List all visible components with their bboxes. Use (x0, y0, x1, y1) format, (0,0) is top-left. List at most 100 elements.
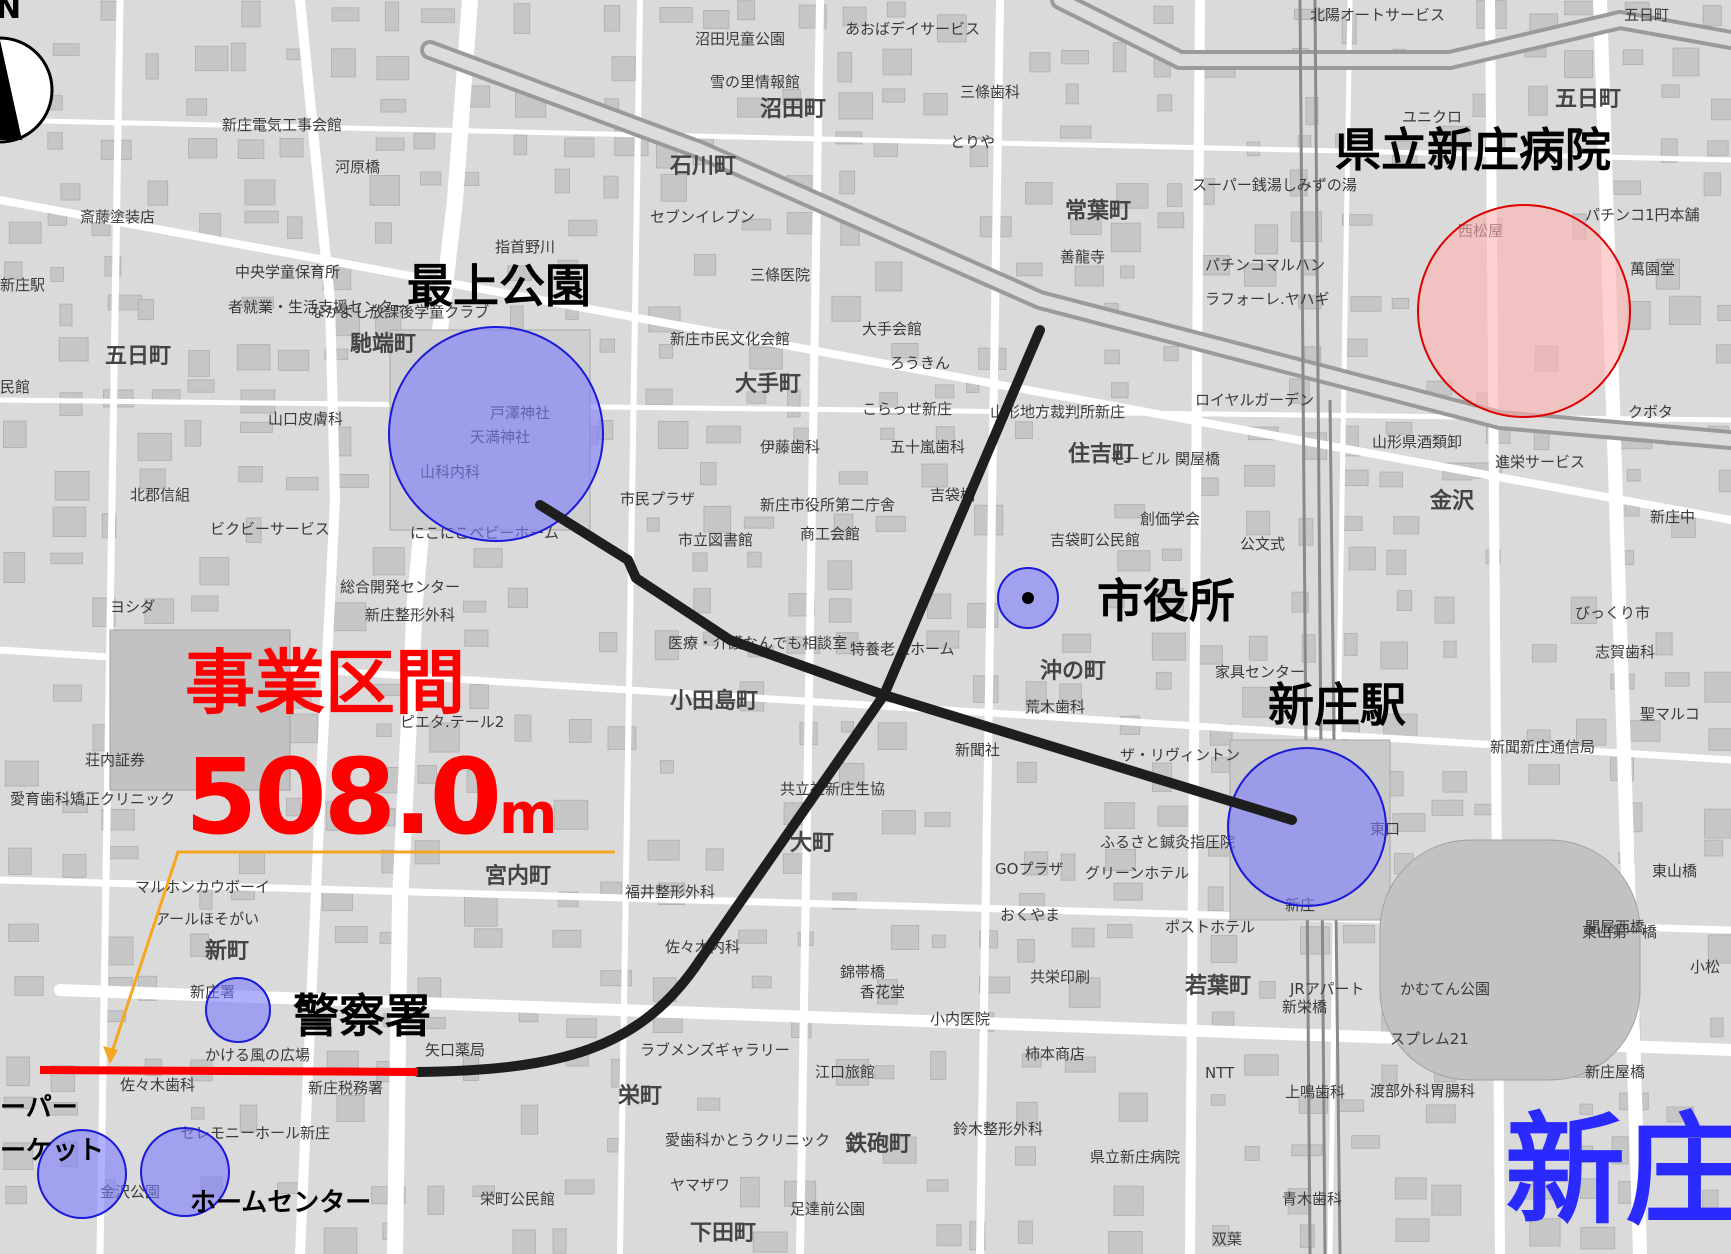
building-block (184, 420, 202, 447)
district-label: 五日町 (1555, 86, 1622, 112)
poi-label: とりや (950, 133, 996, 151)
building-block (935, 426, 955, 443)
building-block (466, 769, 493, 793)
school-ground (109, 629, 291, 791)
poi-label: 雪の里情報館 (710, 73, 801, 91)
national-road-inner (424, 0, 1731, 446)
existing-route-west (535, 500, 1297, 825)
poi-label: 足達前公園 (790, 1200, 866, 1218)
poi-label: 新庄市役所第二庁舎 (760, 496, 896, 514)
building-block (923, 92, 948, 116)
building-block (1380, 641, 1409, 670)
building-block (1381, 1064, 1398, 1088)
poi-label: グリーンホテル (1085, 864, 1190, 882)
building-block (1350, 295, 1382, 312)
poi-label: 青木歯科 (1282, 1190, 1343, 1208)
poi-label: 共栄印刷 (1030, 968, 1091, 986)
poi-label: 新庄駅 (0, 276, 46, 294)
building-block (1431, 1184, 1462, 1216)
leader-arrowhead (103, 1046, 118, 1064)
building-block (47, 132, 63, 150)
building-block (145, 53, 159, 80)
building-block (1395, 1218, 1430, 1242)
poi-label: 山口皮膚科 (268, 410, 344, 428)
poi-label: 斎藤塗装店 (80, 208, 156, 226)
building-block (1244, 1054, 1279, 1076)
building-block (1068, 977, 1101, 1008)
poi-label: クボタ (1628, 403, 1674, 421)
building-block (1622, 49, 1644, 66)
city-name-label: 新庄 (1505, 1102, 1731, 1241)
building-block (835, 1059, 870, 1086)
poi-label: 善龍寺 (1060, 248, 1106, 266)
building-block (199, 556, 230, 586)
poi-label: パチンコマルハン (1205, 256, 1326, 274)
district-label: 沖の町 (1040, 658, 1107, 684)
poi-label: 矢口薬局 (425, 1041, 486, 1059)
building-block (1711, 98, 1731, 121)
building-block (1059, 125, 1092, 139)
building-block (568, 219, 598, 237)
building-block (926, 630, 960, 649)
project-section (39, 1066, 419, 1076)
building-block (1528, 85, 1548, 116)
building-block (419, 171, 442, 186)
poi-label: 愛歯科かとうクリニック (665, 1131, 831, 1149)
building-block (568, 718, 592, 743)
building-block (380, 98, 407, 113)
poi-label: ラブメンズギャラリー (640, 1041, 790, 1059)
building-block (186, 98, 208, 116)
existing-route-north (413, 325, 1045, 1077)
building-block (1386, 549, 1407, 575)
length-value: 508.0 (185, 736, 502, 858)
building-block (1704, 808, 1731, 839)
building-block (190, 933, 209, 957)
poi-label: 山形地方裁判所新庄 (990, 403, 1126, 421)
building-block (1702, 5, 1722, 26)
length-unit: m (498, 782, 558, 847)
building-block (417, 765, 437, 784)
building-block (881, 810, 916, 835)
building-block (882, 48, 913, 76)
building-block (473, 548, 503, 568)
building-block (645, 388, 673, 405)
building-block (472, 1185, 495, 1198)
station-circle (1227, 747, 1387, 907)
building-block (286, 476, 319, 491)
building-block (659, 760, 674, 774)
building-block (1017, 938, 1035, 963)
building-block (331, 7, 360, 22)
station-callout: 新庄駅 (1268, 678, 1406, 732)
poi-label: こらっせ新庄 (862, 400, 953, 418)
building-block (1575, 718, 1607, 746)
building-block (880, 427, 895, 440)
poi-label: ろうきん (890, 354, 951, 372)
building-block (599, 632, 618, 653)
building-block (54, 470, 90, 501)
building-block (931, 934, 946, 949)
poi-label: 新庄整形外科 (365, 606, 456, 624)
building-block (325, 800, 341, 831)
poi-label: 新庄税務署 (308, 1079, 384, 1097)
poi-label: 新庄中 (1650, 508, 1696, 526)
building-block (513, 3, 531, 34)
project-section-title: 事業区間 (185, 642, 465, 724)
poi-label: セレモニーホール新庄 (180, 1124, 331, 1142)
building-block (603, 5, 621, 32)
building-block (463, 896, 498, 927)
building-block (514, 714, 532, 742)
building-block (705, 848, 724, 871)
building-block (842, 6, 867, 27)
building-block (59, 303, 73, 327)
north-label: N (0, 0, 22, 26)
supermarket-circle (37, 1129, 127, 1219)
building-block (239, 421, 274, 433)
building-block (746, 391, 767, 404)
building-block (891, 342, 919, 359)
building-block (462, 600, 487, 613)
building-block (660, 173, 687, 202)
building-block (1528, 764, 1560, 785)
building-block (191, 595, 219, 612)
building-block (1021, 1053, 1042, 1068)
building-block (8, 923, 39, 943)
